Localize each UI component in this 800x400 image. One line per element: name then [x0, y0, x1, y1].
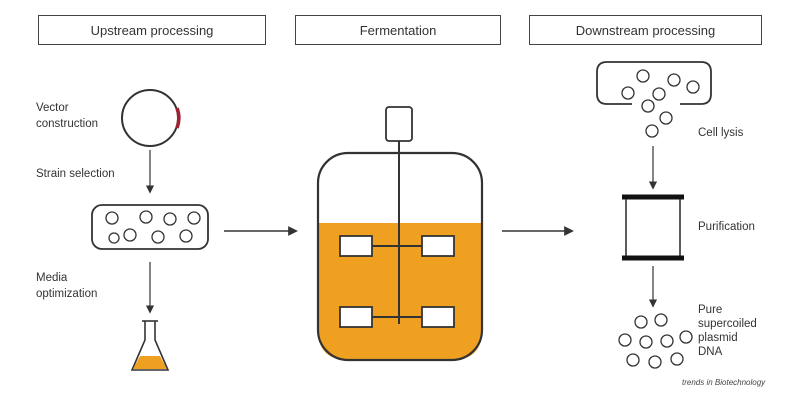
- label-pure-supercoiled-plasmid-dna: Pure supercoiled plasmid DNA: [698, 304, 757, 358]
- source-credit: trends in Biotechnology: [682, 378, 766, 387]
- header-fermentation: Fermentation: [295, 15, 501, 45]
- label-strain-selection: Strain selection: [36, 168, 115, 180]
- fermenter-tank-icon: [316, 106, 484, 362]
- label-vector-construction: Vector construction: [36, 102, 99, 130]
- label-cell-lysis: Cell lysis: [698, 127, 744, 139]
- purification-column-icon: [622, 194, 684, 261]
- plasmid-vector-icon: [121, 89, 181, 147]
- flask-icon: [130, 320, 170, 371]
- label-media-optimization: Media optimization: [36, 272, 98, 300]
- cell-culture-icon: [91, 204, 209, 250]
- header-upstream-processing: Upstream processing: [38, 15, 266, 45]
- label-purification: Purification: [698, 221, 755, 233]
- pure-plasmid-dna-icon: [618, 313, 693, 369]
- cell-lysis-icon: [596, 61, 712, 138]
- header-downstream-processing: Downstream processing: [529, 15, 762, 45]
